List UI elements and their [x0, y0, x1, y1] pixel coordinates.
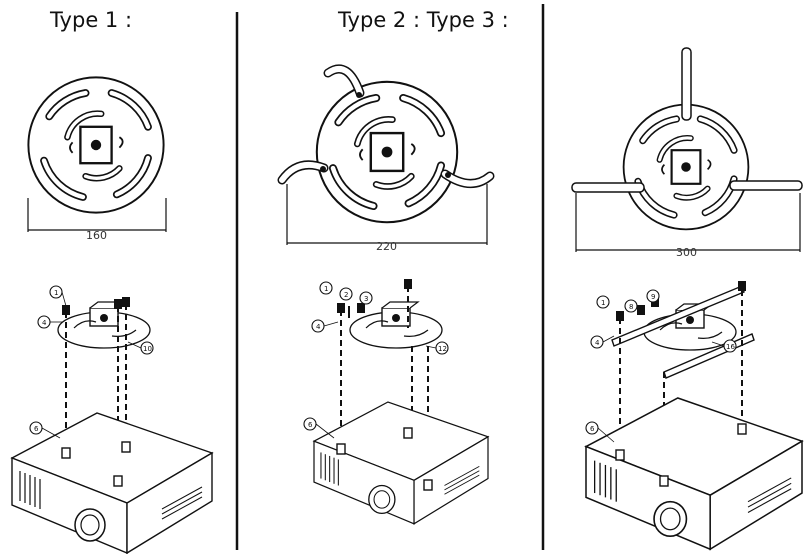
type-2-arms — [277, 64, 495, 188]
callout-6: 6 — [308, 421, 313, 429]
type-2-dimension-label: 220 — [376, 240, 397, 253]
type-2-dimension — [286, 184, 488, 245]
callout-6: 6 — [34, 425, 39, 433]
type-3-arms — [571, 47, 803, 193]
type-1-projector-holes — [61, 441, 131, 487]
type-1-callouts: 1 4 10 6 — [29, 285, 154, 439]
type-1-bracket — [57, 301, 151, 349]
type-3-callouts: 1 8 9 4 16 6 — [585, 289, 737, 443]
type-1-plate — [28, 77, 163, 212]
callout-1: 1 — [601, 299, 605, 307]
type-1-dimension — [27, 198, 167, 232]
type-3-plate — [624, 105, 749, 230]
callout-4: 4 — [316, 323, 321, 331]
callout-4: 4 — [595, 339, 600, 347]
callout-16: 16 — [726, 343, 735, 351]
callout-4: 4 — [42, 319, 47, 327]
callout-10: 10 — [143, 345, 152, 353]
type-3-projector-holes — [615, 423, 747, 487]
type-2-screws — [337, 279, 429, 482]
callout-12: 12 — [438, 345, 447, 353]
type-2-plate — [317, 82, 457, 222]
type-1-projector — [11, 412, 213, 554]
callout-8: 8 — [629, 303, 633, 311]
callout-2: 2 — [344, 291, 348, 299]
type-2-callouts: 1 2 3 4 12 6 — [303, 281, 449, 439]
type-3-dimension-label: 300 — [676, 246, 697, 259]
callout-6: 6 — [590, 425, 595, 433]
type-2-type-3-title: Type 2 : Type 3 : — [338, 8, 509, 32]
type-3-projector — [585, 397, 803, 551]
callout-1: 1 — [324, 285, 328, 293]
callout-3: 3 — [364, 295, 368, 303]
type-2-projector-holes — [336, 427, 433, 491]
callout-9: 9 — [651, 293, 655, 301]
type-1-title: Type 1 : — [50, 8, 133, 32]
type-1-dimension-label: 160 — [86, 229, 107, 242]
type-3-dimension — [575, 193, 801, 252]
callout-1: 1 — [54, 289, 58, 297]
